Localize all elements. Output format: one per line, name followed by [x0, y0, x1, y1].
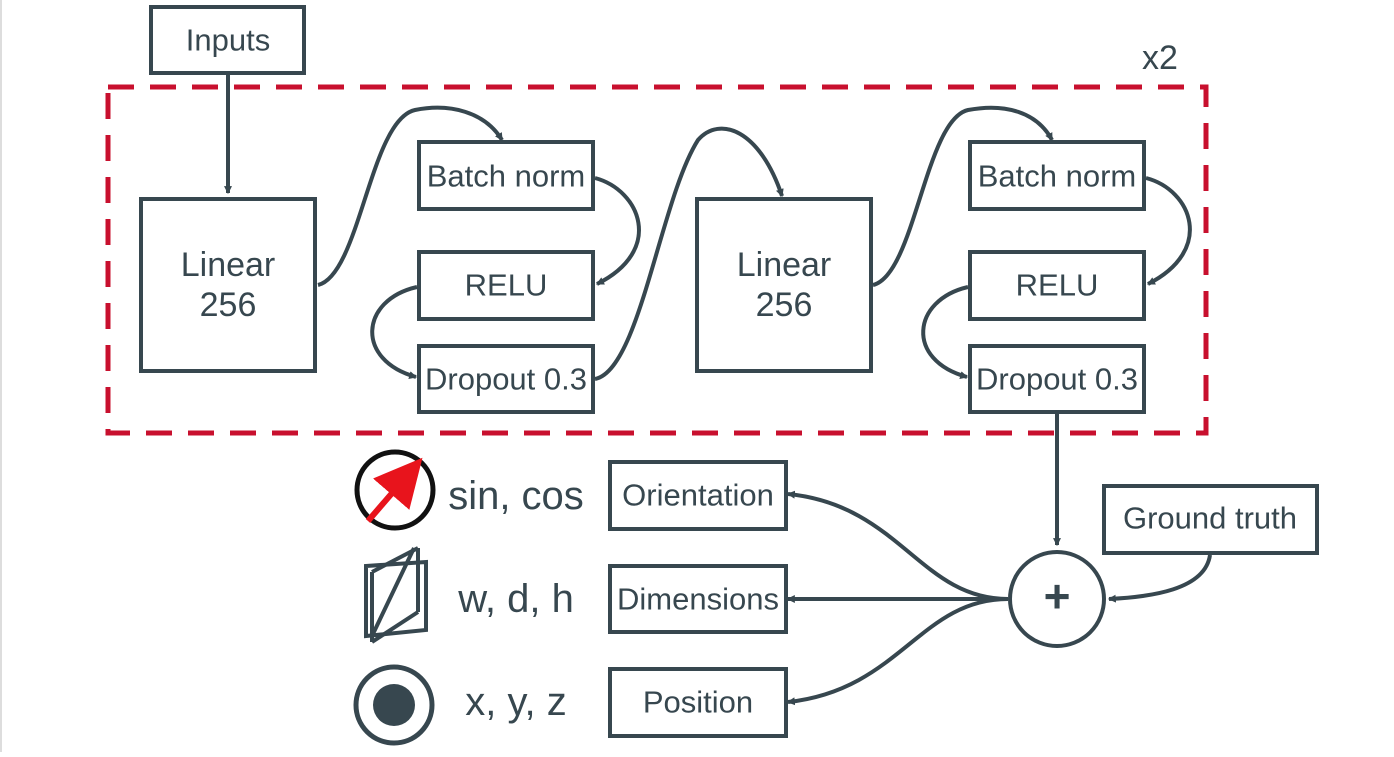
connectors: [224, 73, 1212, 706]
linear1-to-batchnorm-arrow: [317, 105, 504, 287]
dimensions-node: Dimensions: [608, 564, 788, 634]
position-label: Position: [643, 685, 753, 720]
linear-node-2: Linear 256: [695, 197, 873, 373]
relu-node-1: RELU: [417, 250, 595, 321]
relu2-to-dropout-arrow: [921, 285, 969, 380]
sum-to-orientation-arrow: [786, 490, 1009, 601]
orientation-label: Orientation: [622, 478, 774, 513]
dimensions-label: Dimensions: [617, 582, 779, 617]
linear-1-units: 256: [200, 286, 257, 324]
batch-norm-2-label: Batch norm: [978, 159, 1137, 194]
compass-icon: [354, 449, 436, 531]
sum-node: +: [1008, 550, 1106, 648]
relu1-to-dropout-arrow: [370, 285, 418, 380]
block-2: Linear 256 Batch norm RELU Dropout 0.3: [695, 140, 1146, 414]
groundtruth-to-sum-arrow: [1107, 554, 1212, 603]
dropout1-to-linear2-arrow: [594, 126, 784, 381]
sum-to-position-arrow: [786, 597, 1009, 706]
dropout-node-2: Dropout 0.3: [968, 344, 1146, 414]
inputs-node: Inputs: [149, 5, 306, 75]
legend-dimensions-text: w, d, h: [457, 577, 574, 621]
batch-norm-1-label: Batch norm: [427, 159, 586, 194]
dropout-2-label: Dropout 0.3: [976, 362, 1138, 397]
repeat-region: [105, 84, 1209, 436]
orientation-node: Orientation: [608, 460, 788, 531]
linear-node-1: Linear 256: [139, 197, 317, 373]
repeat-label: x2: [1142, 39, 1178, 77]
batch-norm-node-1: Batch norm: [417, 140, 595, 211]
linear-1-label: Linear: [181, 246, 276, 284]
relu-1-label: RELU: [465, 268, 548, 303]
batch-norm-node-2: Batch norm: [968, 140, 1146, 211]
dropout-node-1: Dropout 0.3: [417, 344, 595, 414]
position-node: Position: [608, 667, 788, 738]
relu-2-label: RELU: [1016, 268, 1099, 303]
cuboid-icon: [364, 546, 428, 644]
legend-orientation-text: sin, cos: [448, 474, 584, 518]
linear2-to-batchnorm-arrow: [872, 105, 1054, 287]
batchnorm1-to-relu-arrow: [594, 176, 641, 286]
relu-node-2: RELU: [968, 250, 1146, 321]
linear-2-label: Linear: [737, 246, 832, 284]
dropout-1-label: Dropout 0.3: [425, 362, 587, 397]
point-icon: [353, 664, 435, 746]
inputs-label: Inputs: [186, 23, 270, 58]
linear-2-units: 256: [756, 286, 813, 324]
ground-truth-node: Ground truth: [1102, 484, 1319, 555]
block-1: Linear 256 Batch norm RELU Dropout 0.3: [139, 140, 595, 414]
batchnorm2-to-relu-arrow: [1145, 176, 1192, 286]
ground-truth-label: Ground truth: [1123, 501, 1297, 536]
legend-position-text: x, y, z: [465, 680, 566, 724]
plus-icon: +: [1044, 570, 1071, 622]
